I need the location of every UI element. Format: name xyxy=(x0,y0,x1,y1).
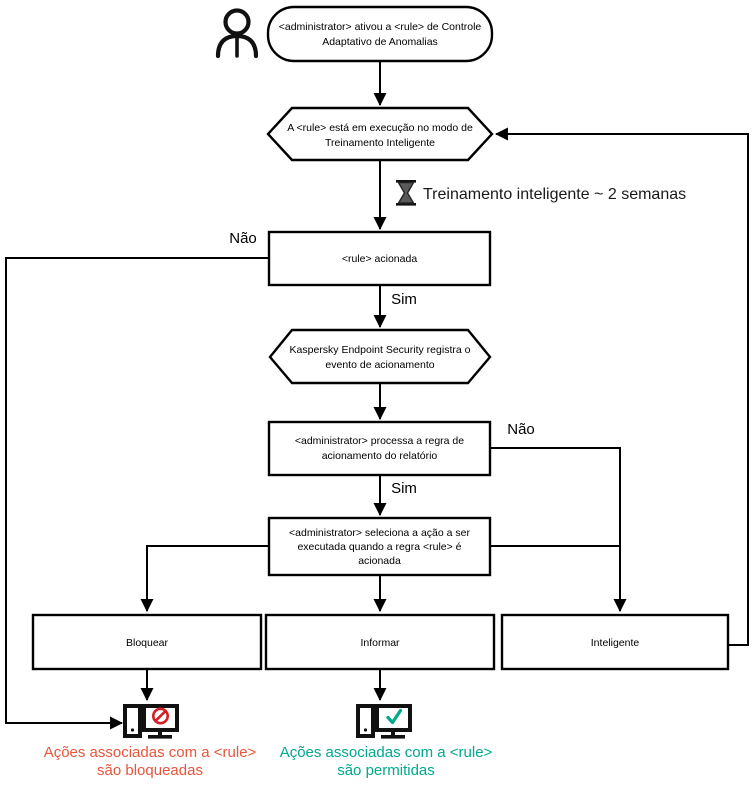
hourglass-icon xyxy=(396,180,416,206)
node-action-smart: Inteligente xyxy=(500,613,730,671)
node-action-block-label: Bloquear xyxy=(126,637,169,649)
result-blocked-line1: Ações associadas com a <rule> xyxy=(44,744,257,761)
monitor-blocked-icon xyxy=(123,704,179,739)
node-start-line2: Adaptativo de Anomalias xyxy=(322,36,438,48)
node-kes-logs-line2: evento de acionamento xyxy=(325,359,434,371)
node-admin-selects-action: <administrator> seleciona a ação a ser e… xyxy=(267,516,492,577)
node-start: <administrator> ativou a <rule> de Contr… xyxy=(266,5,494,63)
node-action-smart-label: Inteligente xyxy=(591,637,640,649)
node-rule-triggered: <rule> acionada xyxy=(267,230,492,287)
node-action-block: Bloquear xyxy=(31,613,263,671)
edge-label-triggered-no: Não xyxy=(229,230,257,247)
edge-processes-no-to-smart xyxy=(490,447,627,613)
node-admin-selects-line3: acionada xyxy=(358,555,401,567)
node-action-inform-label: Informar xyxy=(360,637,400,649)
monitor-allowed-icon xyxy=(356,704,412,739)
node-admin-processes: <administrator> processa a regra de acio… xyxy=(267,420,492,477)
person-icon xyxy=(215,8,259,59)
node-admin-selects-line1: <administrator> seleciona a ação a ser xyxy=(289,527,470,539)
node-admin-selects-line2: executada quando a regra <rule> é xyxy=(297,541,461,553)
node-training-mode: A <rule> está em execução no modo de Tre… xyxy=(266,106,494,162)
node-kes-logs-line1: Kaspersky Endpoint Security registra o xyxy=(290,344,471,356)
edge-label-processes-yes: Sim xyxy=(391,480,417,497)
node-kes-logs-event: Kaspersky Endpoint Security registra o e… xyxy=(268,328,492,385)
training-duration-label: Treinamento inteligente ~ 2 semanas xyxy=(423,186,686,203)
node-admin-processes-line1: <administrator> processa a regra de xyxy=(295,435,464,447)
node-action-inform: Informar xyxy=(264,613,496,671)
edge-smart-loopback-to-training xyxy=(494,127,749,646)
result-blocked-line2: são bloqueadas xyxy=(97,762,203,779)
edge-select-to-block xyxy=(140,545,269,613)
node-rule-triggered-label: <rule> acionada xyxy=(342,253,417,265)
result-allowed-line2: são permitidas xyxy=(337,762,435,779)
node-training-line2: Treinamento Inteligente xyxy=(325,137,435,149)
training-duration-note: Treinamento inteligente ~ 2 semanas xyxy=(396,180,686,206)
result-allowed-line1: Ações associadas com a <rule> xyxy=(280,744,493,761)
node-training-line1: A <rule> está em execução no modo de xyxy=(287,122,473,134)
edge-triggered-no-to-blocked xyxy=(5,257,269,730)
node-start-line1: <administrator> ativou a <rule> de Contr… xyxy=(279,21,482,33)
edge-label-triggered-yes: Sim xyxy=(391,291,417,308)
node-admin-processes-line2: acionamento do relatório xyxy=(322,450,438,462)
edge-label-processes-no: Não xyxy=(507,421,535,438)
